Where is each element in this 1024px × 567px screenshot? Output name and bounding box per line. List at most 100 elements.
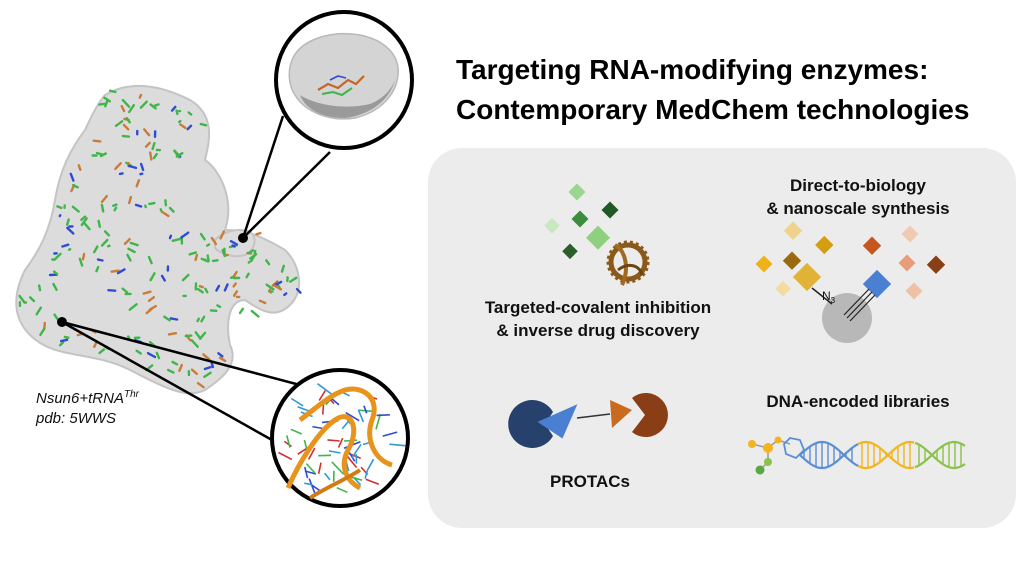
bond-stick xyxy=(194,253,199,262)
bond-stick xyxy=(215,284,221,292)
bond-stick xyxy=(152,152,159,160)
bond-stick xyxy=(71,183,79,189)
bond-stick xyxy=(135,179,141,188)
bond-stick xyxy=(170,105,177,112)
bond-stick xyxy=(58,214,62,218)
gear-icon xyxy=(606,240,650,286)
diamond xyxy=(815,235,834,255)
rna-base xyxy=(318,390,326,401)
bond-stick xyxy=(95,265,100,273)
bond-stick xyxy=(149,103,157,110)
bond-stick xyxy=(127,247,136,254)
pdb-id: pdb: 5WWS xyxy=(36,410,117,427)
bond-stick xyxy=(210,362,215,369)
diamond xyxy=(571,210,589,228)
bond-stick xyxy=(77,164,82,172)
diamond xyxy=(926,255,946,274)
bond-stick xyxy=(250,309,260,318)
bond-stick xyxy=(110,269,120,273)
bond-stick xyxy=(125,116,131,124)
bond-stick xyxy=(147,296,156,302)
diamond xyxy=(901,225,919,243)
bond-stick xyxy=(187,111,193,116)
rna-base xyxy=(365,478,380,485)
technologies-panel xyxy=(428,148,1016,528)
diamond xyxy=(601,201,619,219)
bond-stick xyxy=(113,206,118,212)
bond-stick xyxy=(122,123,130,131)
bond-stick xyxy=(112,203,118,208)
bond-stick xyxy=(78,257,84,267)
bond-stick xyxy=(169,317,179,321)
bond-stick xyxy=(149,272,156,282)
bond-stick xyxy=(160,210,170,218)
rna-base xyxy=(278,451,293,461)
rna-base xyxy=(345,411,360,422)
diamond xyxy=(568,183,586,201)
bond-stick xyxy=(67,247,72,252)
bond-stick xyxy=(106,244,111,248)
diamond xyxy=(755,255,773,273)
bond-stick xyxy=(65,218,70,226)
rna-base xyxy=(290,397,304,407)
bond-stick xyxy=(202,353,211,361)
diamond xyxy=(792,262,822,292)
rna-base xyxy=(363,405,368,414)
rna-base xyxy=(336,486,348,494)
bond-stick xyxy=(265,283,275,291)
bond-stick xyxy=(148,151,153,161)
rna-base xyxy=(389,443,406,447)
diamond xyxy=(905,282,923,300)
bond-stick xyxy=(142,128,151,137)
diamond xyxy=(585,225,611,250)
rna-backbone-1 xyxy=(285,414,362,491)
zoom-protein-surface xyxy=(288,33,399,120)
bond-stick xyxy=(200,315,206,323)
bond-stick xyxy=(247,260,251,264)
bond-stick xyxy=(219,230,226,240)
rna-base xyxy=(364,470,369,479)
bond-stick xyxy=(255,231,262,236)
rna-base xyxy=(308,478,317,495)
bond-stick xyxy=(63,335,70,339)
bond-stick xyxy=(199,122,208,127)
rna-backbone-2 xyxy=(298,386,393,468)
bond-stick xyxy=(268,288,272,294)
rna-base xyxy=(307,447,316,460)
bond-stick xyxy=(231,244,236,248)
del-graphic xyxy=(748,436,966,475)
rna-base xyxy=(353,477,362,486)
bond-stick xyxy=(175,109,179,116)
rna-base xyxy=(317,383,333,395)
bond-stick xyxy=(200,257,209,263)
bond-stick xyxy=(139,100,148,109)
bond-stick xyxy=(247,249,255,255)
rna-base xyxy=(303,439,308,450)
rna-base xyxy=(366,458,375,471)
bond-stick xyxy=(238,307,245,315)
bond-stick xyxy=(39,328,46,337)
bond-stick xyxy=(196,287,204,294)
bond-stick xyxy=(100,203,105,213)
bond-stick xyxy=(99,152,108,158)
zoom-ligand-c xyxy=(329,75,347,81)
rna-base xyxy=(375,413,382,430)
bond-stick xyxy=(97,219,102,228)
bond-stick xyxy=(127,164,138,170)
bond-stick xyxy=(181,273,190,282)
bond-stick xyxy=(190,339,199,348)
bond-stick xyxy=(71,205,80,213)
bond-stick xyxy=(128,303,138,311)
protac-target xyxy=(632,393,668,438)
protac-linker xyxy=(576,413,611,419)
bond-stick xyxy=(245,272,250,279)
bond-stick xyxy=(178,363,184,372)
bond-stick xyxy=(108,89,117,94)
bond-stick xyxy=(104,99,109,108)
bond-stick xyxy=(80,215,87,222)
bond-stick xyxy=(92,139,102,143)
rna-base xyxy=(376,414,390,417)
bond-stick xyxy=(139,172,144,176)
dna-strand xyxy=(799,443,859,470)
covalent-label: Targeted-covalent inhibition & inverse d… xyxy=(448,296,748,342)
